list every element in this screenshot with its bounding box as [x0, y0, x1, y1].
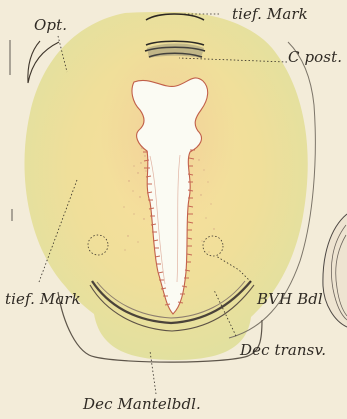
left-edge-marks — [10, 40, 12, 221]
label-dec-mantelbdl: Dec Mantelbdl. — [83, 397, 201, 412]
label-dec-transv: Dec transv. — [240, 343, 326, 358]
label-tief-mark-bottom: tief. Mark — [5, 292, 81, 307]
label-c-post: C post. — [288, 50, 342, 65]
label-tief-mark-top: tief. Mark — [232, 7, 308, 22]
label-opt: Opt. — [34, 18, 67, 33]
label-bvh-bdl: BVH Bdl — [257, 292, 323, 307]
